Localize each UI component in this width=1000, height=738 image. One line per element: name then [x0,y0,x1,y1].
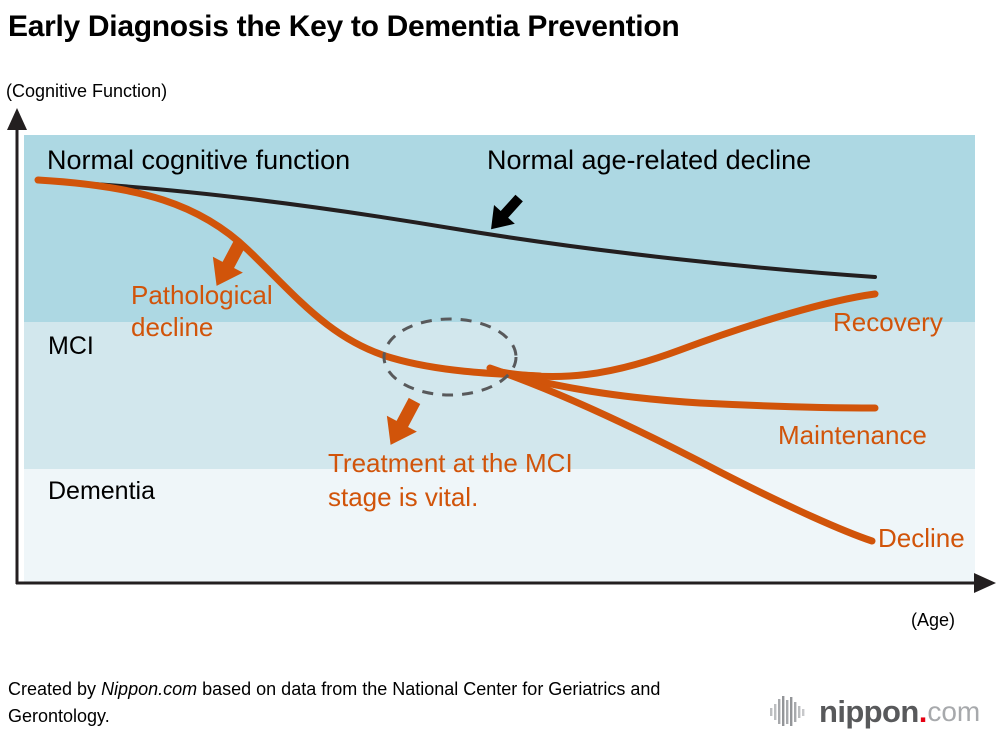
series-normal-age-related-decline [36,179,877,279]
annotation-treatment-mci: Treatment at the MCI stage is vital. [328,446,573,514]
band-mci [24,322,975,469]
nippon-logo-com: com [927,695,981,727]
x-axis-caption: (Age) [911,610,956,630]
chart-figure [0,100,1000,610]
nippon-logo-word: nippon [819,693,919,729]
pathological-decline-arrow-icon [212,238,247,286]
series-maintenance [488,366,879,412]
annotation-treatment-mci-line1: Treatment at the MCI [328,448,573,478]
y-axis-caption: (Cognitive Function) [6,81,168,101]
band-label-mci: MCI [48,332,94,360]
footer-credit-brand: Nippon.com [101,679,198,699]
x-axis-arrowhead [974,573,996,593]
series-label-decline: Decline [878,523,965,553]
series-recovery [496,290,879,381]
annotation-treatment-mci-line2: stage is vital. [328,482,479,512]
y-axis-arrowhead [7,108,27,130]
band-label-dementia: Dementia [48,477,155,505]
mci-highlight-ellipse [382,317,518,397]
treatment-arrow-icon [386,397,421,445]
annotation-pathological-decline-line1: Pathological [131,280,273,310]
label-normal-cognitive-function: Normal cognitive function [47,145,351,175]
nippon-logo-mark-icon [770,696,805,726]
label-normal-age-related-decline: Normal age-related decline [487,145,812,175]
normal-decline-arrow-icon [491,194,523,230]
page-title: Early Diagnosis the Key to Dementia Prev… [8,10,680,43]
series-label-maintenance: Maintenance [778,420,927,450]
series-pathological-decline [34,176,544,380]
nippon-logo-dot: . [918,693,928,729]
series-label-recovery: Recovery [833,307,943,337]
footer-credit: Created by Nippon.com based on data from… [8,676,748,730]
band-normal [24,135,975,322]
footer-credit-prefix: Created by [8,679,102,699]
annotation-pathological-decline-line2: decline [131,312,214,342]
annotation-pathological-decline: Pathological decline [131,279,273,343]
footer-credit-suffix: based on data from the National Center f… [8,679,661,726]
nippon-logo[interactable]: nippon.com [770,694,980,728]
series-decline [486,364,876,545]
band-dementia [24,469,975,583]
